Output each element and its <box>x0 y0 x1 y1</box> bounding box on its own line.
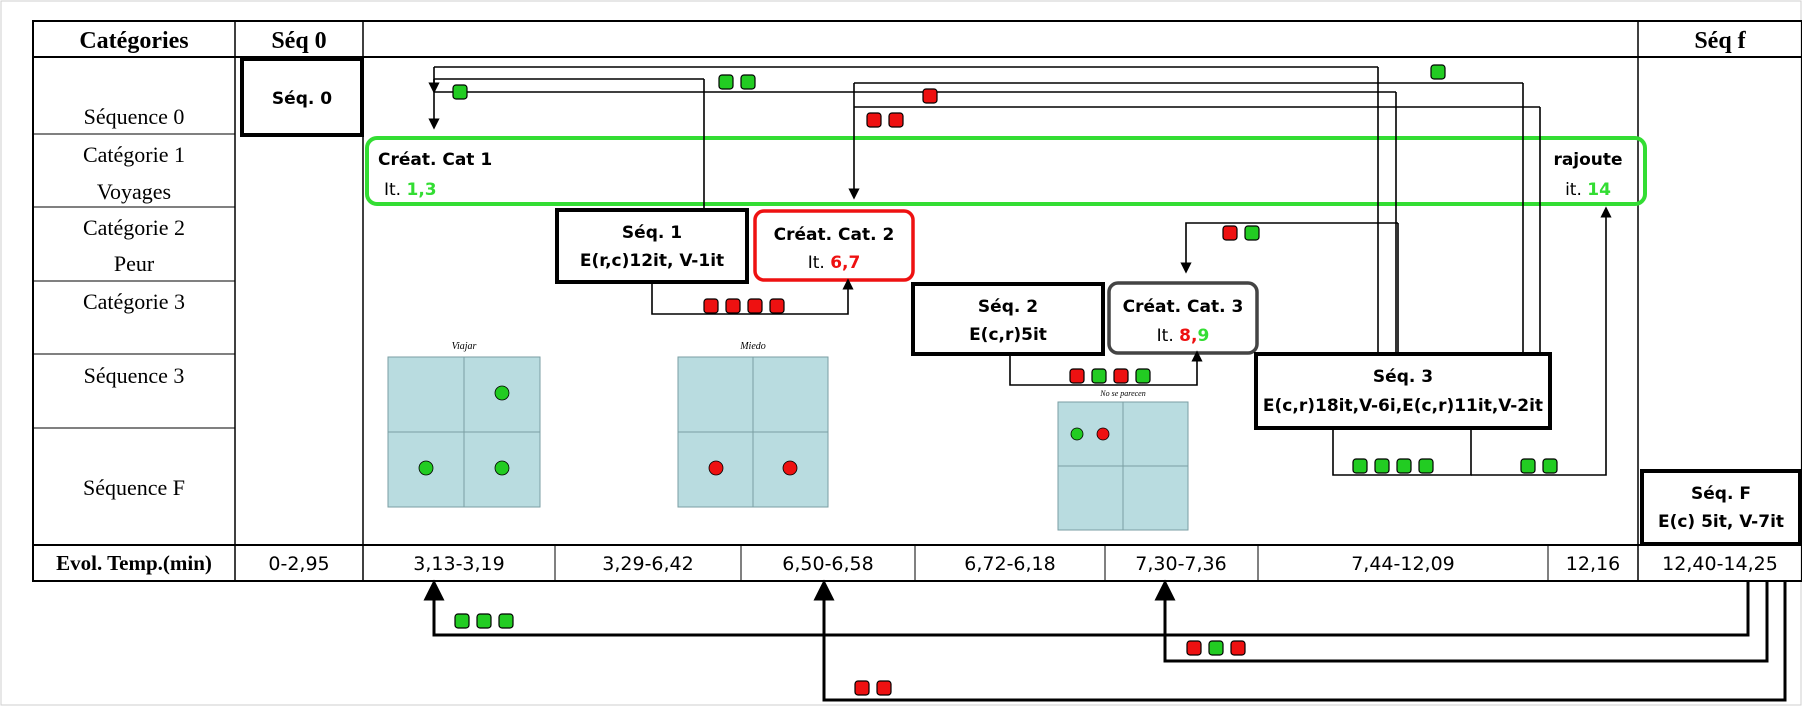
marker-seq1-trans-1 <box>704 299 718 313</box>
marker-top-red-2 <box>889 113 903 127</box>
time-cell-2: 3,13-3,19 <box>413 553 504 575</box>
marker-seq2-trans-1 <box>1070 369 1084 383</box>
time-cell-1: 0-2,95 <box>268 553 329 575</box>
marker-seq0-area-3 <box>741 75 755 89</box>
row-label-cat2-sub: Peur <box>114 251 155 276</box>
marker-top-red-1 <box>867 113 881 127</box>
viajar-dot-3 <box>495 461 509 475</box>
time-cell-3: 3,29-6,42 <box>602 553 693 575</box>
seq3-connectors <box>1333 212 1606 475</box>
header-seq0: Séq 0 <box>271 28 326 54</box>
nsp-dot-1 <box>1071 428 1083 440</box>
marker-seq3-trans-a-4 <box>1419 459 1433 473</box>
marker-seq3-trans-a-3 <box>1397 459 1411 473</box>
seq2-detail: E(c,r)5it <box>969 325 1047 345</box>
time-cell-8: 12,16 <box>1566 553 1620 575</box>
marker-seq2-trans-3 <box>1114 369 1128 383</box>
marker-bottom-c-1 <box>855 681 869 695</box>
row-label-cat1: Catégorie 1 <box>83 142 185 167</box>
seqF-box <box>1642 471 1800 544</box>
rajoute-label: rajoute <box>1553 150 1622 170</box>
rajoute-it: it. 14 <box>1565 180 1611 200</box>
seq2-label: Séq. 2 <box>978 297 1038 317</box>
seq1-box <box>557 210 747 282</box>
seqF-label: Séq. F <box>1691 484 1751 504</box>
marker-bottom-b-2 <box>1209 641 1223 655</box>
marker-bottom-a-1 <box>455 614 469 628</box>
thumb-viajar-title: Viajar <box>452 341 477 352</box>
marker-bottom-c-2 <box>877 681 891 695</box>
miedo-dot-1 <box>709 461 723 475</box>
header-seqf: Séq f <box>1694 28 1746 54</box>
marker-seq1-trans-3 <box>748 299 762 313</box>
thumb-no-se-parecen: No se parecen <box>1058 389 1188 530</box>
marker-seq3-trans-a-1 <box>1353 459 1367 473</box>
seq3-detail: E(c,r)18it,V-6i,E(c,r)11it,V-2it <box>1263 396 1543 416</box>
creat-cat2-label: Créat. Cat. 2 <box>774 225 895 245</box>
marker-cat3-top-2 <box>1245 226 1259 240</box>
marker-bottom-b-1 <box>1187 641 1201 655</box>
marker-seq3-trans-b-2 <box>1543 459 1557 473</box>
row-label-cat1-sub: Voyages <box>97 179 171 204</box>
marker-bottom-a-3 <box>499 614 513 628</box>
seq1-detail: E(r,c)12it, V-1it <box>580 251 724 271</box>
marker-seq3-trans-a-2 <box>1375 459 1389 473</box>
viajar-dot-2 <box>419 461 433 475</box>
time-cell-7: 7,44-12,09 <box>1351 553 1455 575</box>
row-label-sequence3: Séquence 3 <box>84 363 185 388</box>
marker-seq0-area-2 <box>719 75 733 89</box>
marker-seq1-trans-2 <box>726 299 740 313</box>
row-label-evol: Evol. Temp.(min) <box>56 551 212 575</box>
time-cell-4: 6,50-6,58 <box>782 553 873 575</box>
marker-top-red-3 <box>923 89 937 103</box>
creat-cat3-it: It. 8,9 <box>1157 326 1210 346</box>
creat-cat1-it: It. 1,3 <box>384 180 437 200</box>
row-label-cat2: Catégorie 2 <box>83 215 185 240</box>
creat-cat3-label: Créat. Cat. 3 <box>1123 297 1244 317</box>
seqF-detail: E(c) 5it, V-7it <box>1658 512 1784 532</box>
miedo-dot-2 <box>783 461 797 475</box>
seq3-box <box>1256 354 1550 428</box>
marker-seq2-trans-2 <box>1092 369 1106 383</box>
thumb-no-se-parecen-title: No se parecen <box>1099 389 1145 398</box>
thumb-miedo: Miedo <box>678 341 828 507</box>
marker-bottom-b-3 <box>1231 641 1245 655</box>
marker-seq1-trans-4 <box>770 299 784 313</box>
thumb-miedo-title: Miedo <box>739 341 766 352</box>
seq1-label: Séq. 1 <box>622 223 682 243</box>
viajar-dot-1 <box>495 386 509 400</box>
creat-cat2-it: It. 6,7 <box>808 253 861 273</box>
marker-seq3-trans-b-1 <box>1521 459 1535 473</box>
thumb-viajar: Viajar <box>388 341 540 507</box>
marker-seq0-area-4 <box>1431 65 1445 79</box>
header-categories: Catégories <box>79 28 188 54</box>
creat-cat1-label: Créat. Cat 1 <box>378 150 492 170</box>
row-label-sequence0: Séquence 0 <box>84 104 185 129</box>
marker-bottom-a-2 <box>477 614 491 628</box>
marker-seq2-trans-4 <box>1136 369 1150 383</box>
time-cell-9: 12,40-14,25 <box>1662 553 1778 575</box>
marker-seq0-area-1 <box>453 85 467 99</box>
bottom-connectors <box>434 581 1785 700</box>
seq0-box-label: Séq. 0 <box>272 89 332 109</box>
row-label-sequenceF: Séquence F <box>83 475 185 500</box>
seq3-label: Séq. 3 <box>1373 367 1433 387</box>
nsp-dot-2 <box>1097 428 1109 440</box>
marker-cat3-top-1 <box>1223 226 1237 240</box>
time-cell-5: 6,72-6,18 <box>964 553 1055 575</box>
time-cell-6: 7,30-7,36 <box>1135 553 1226 575</box>
row-label-cat3: Catégorie 3 <box>83 289 185 314</box>
creat-cat1-band <box>367 138 1645 204</box>
